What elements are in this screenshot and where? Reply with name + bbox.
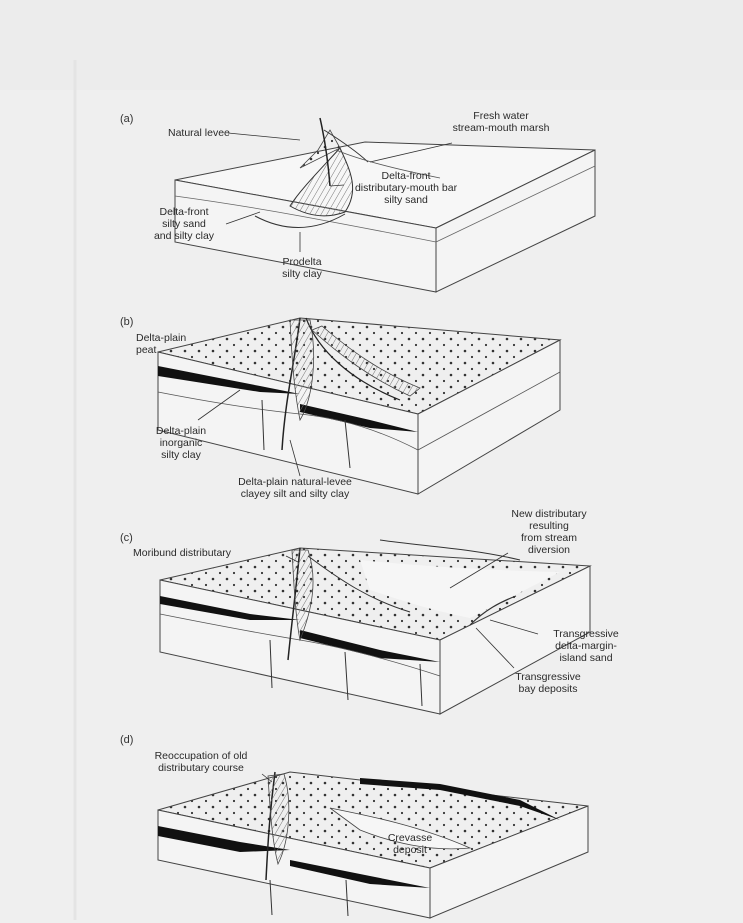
label-inorganic-clay: Delta-plain inorganic silty clay bbox=[136, 425, 226, 461]
panel-b-letter: (b) bbox=[120, 316, 133, 328]
label-mouth-bar: Delta-front distributary-mouth bar silty… bbox=[336, 170, 476, 206]
label-natural-levee: Natural levee bbox=[168, 127, 230, 139]
label-moribund-distributary: Moribund distributary bbox=[133, 547, 231, 559]
panel-a-letter: (a) bbox=[120, 113, 133, 125]
label-reoccupation: Reoccupation of old distributary course bbox=[126, 750, 276, 774]
label-prodelta: Prodelta silty clay bbox=[262, 256, 342, 280]
label-bay-deposits: Transgressive bay deposits bbox=[498, 671, 598, 695]
label-delta-plain-peat: Delta-plain peat bbox=[136, 332, 186, 356]
label-delta-front-sand: Delta-front silty sand and silty clay bbox=[134, 206, 234, 242]
label-new-distributary: New distributary resulting from stream d… bbox=[484, 508, 614, 556]
label-crevasse-deposit: Crevasse deposit bbox=[370, 832, 450, 856]
label-margin-island-sand: Transgressive delta-margin- island sand bbox=[536, 628, 636, 664]
panel-d-letter: (d) bbox=[120, 734, 133, 746]
label-fresh-water-marsh: Fresh water stream-mouth marsh bbox=[426, 110, 576, 134]
panel-c-letter: (c) bbox=[120, 532, 133, 544]
label-natural-levee-silt: Delta-plain natural-levee clayey silt an… bbox=[215, 476, 375, 500]
